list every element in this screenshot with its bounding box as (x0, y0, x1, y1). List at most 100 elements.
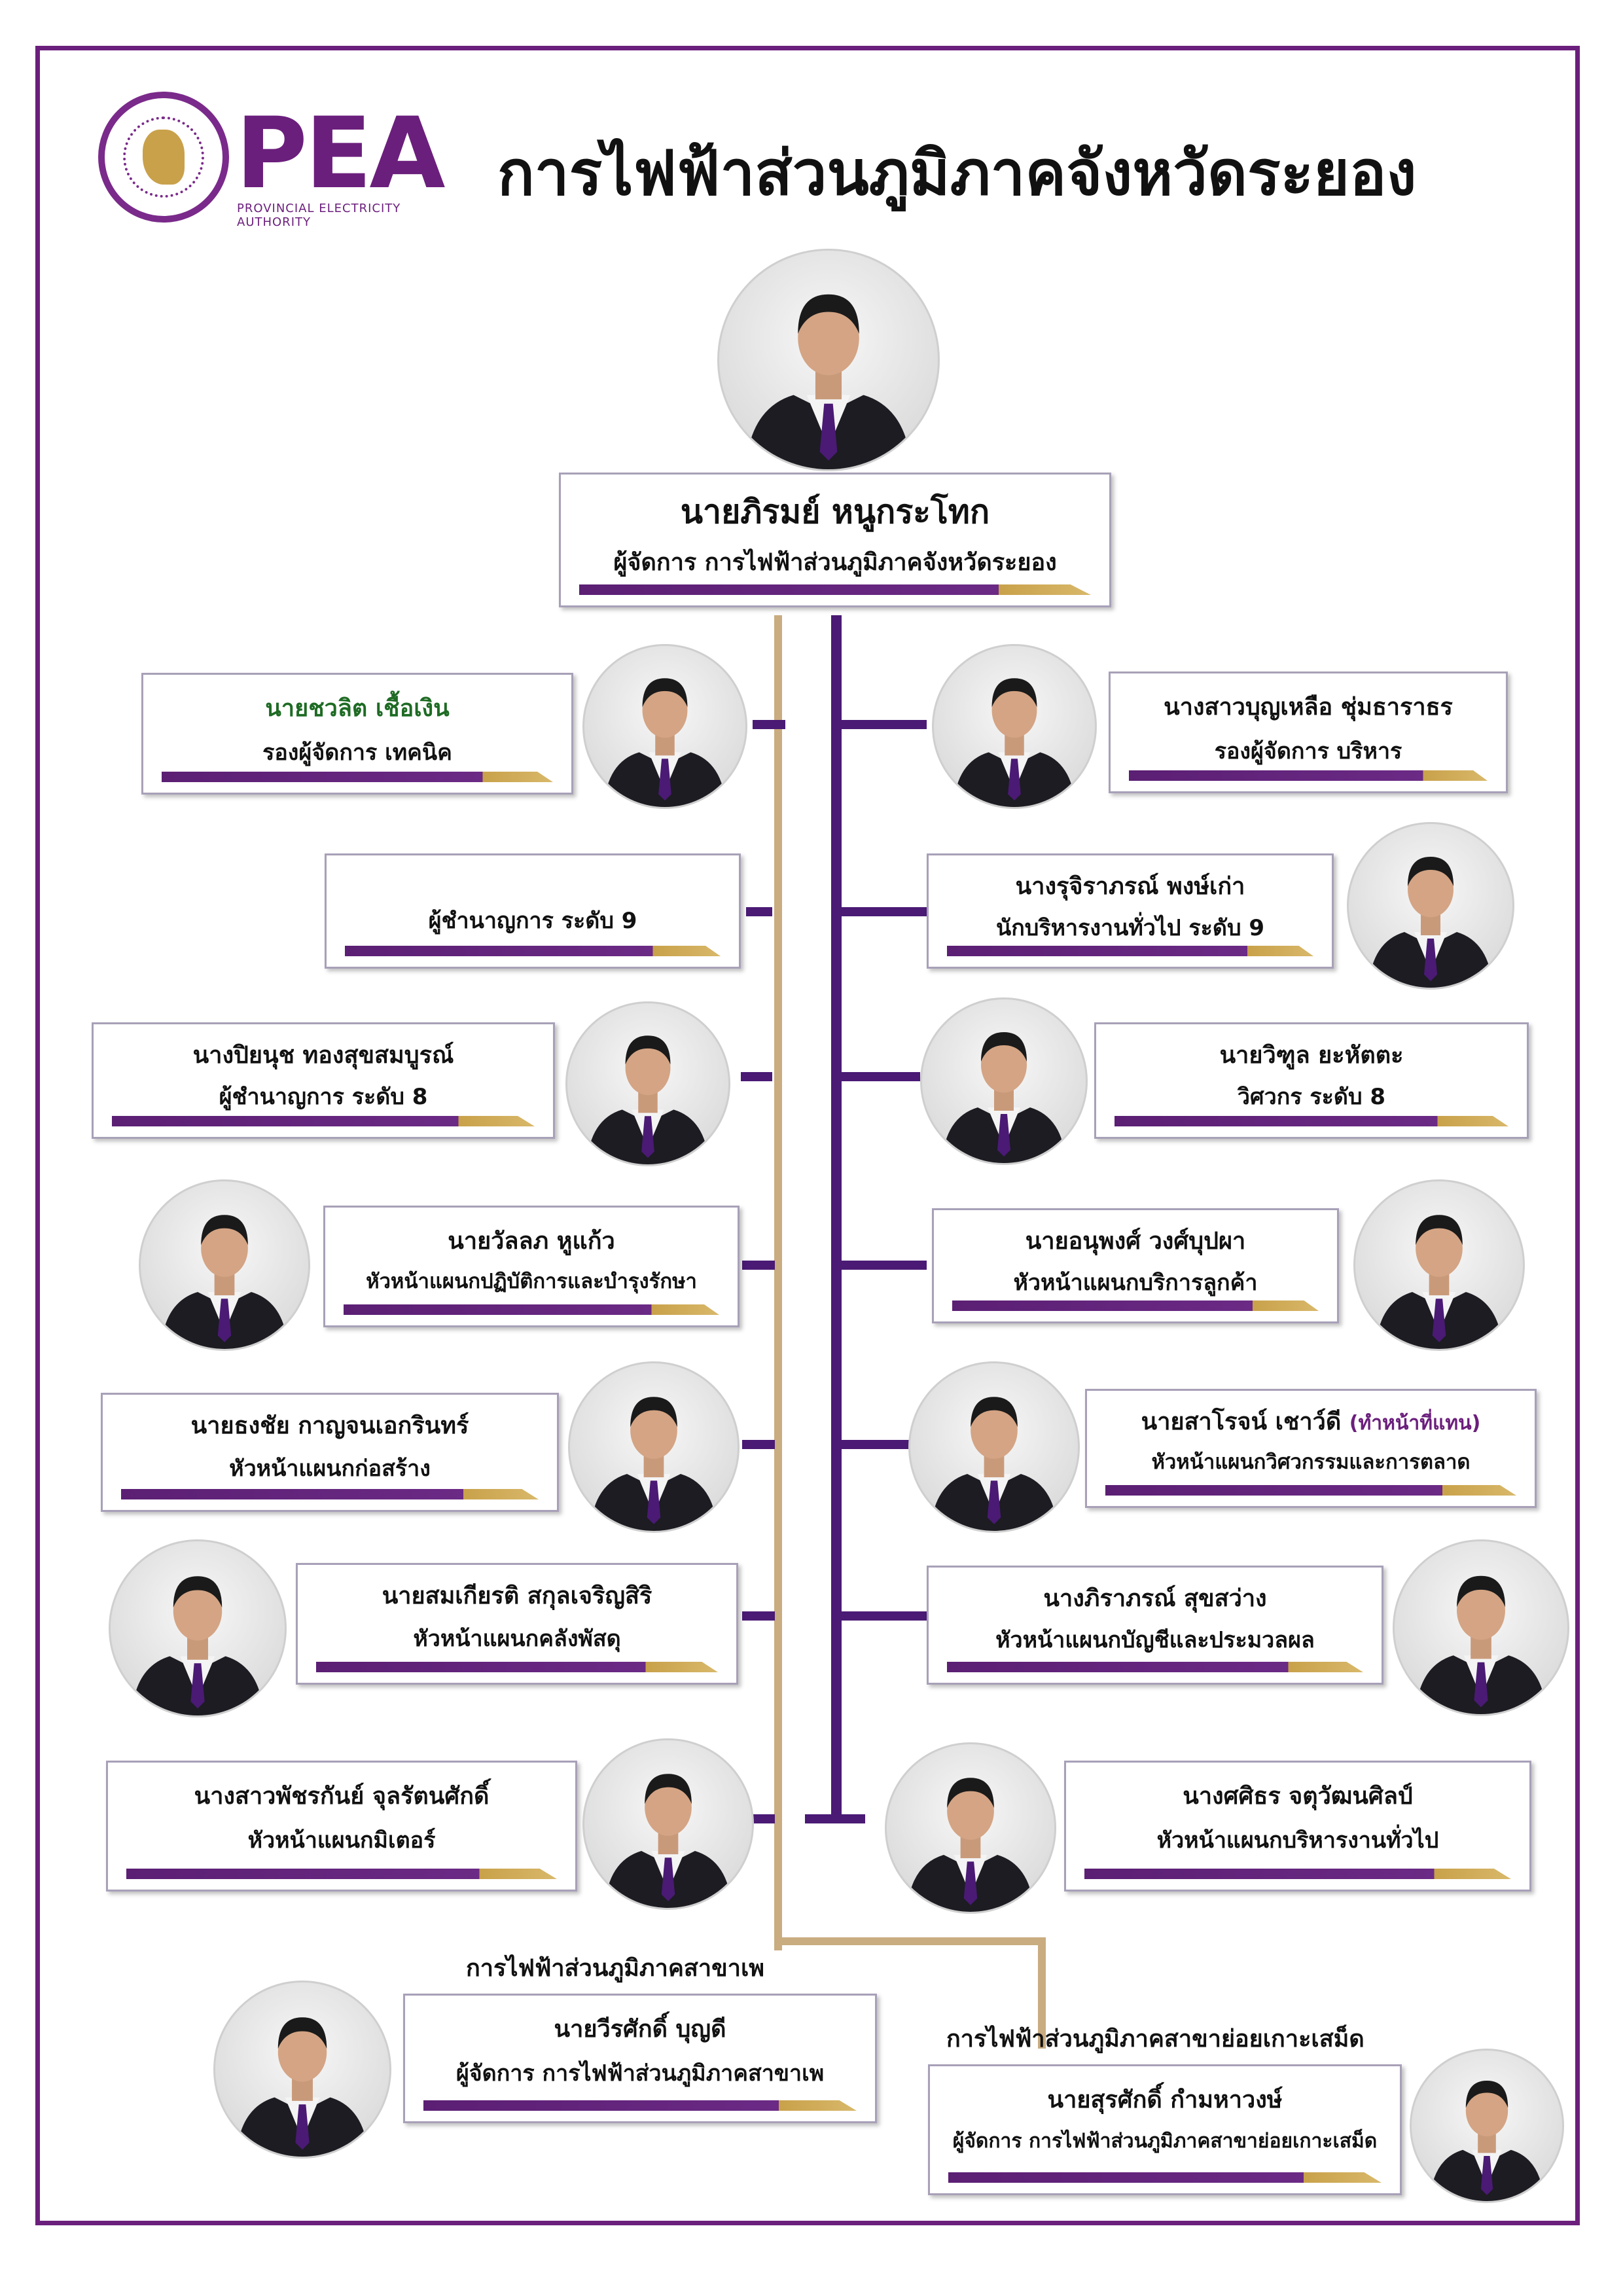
card-right-3: นายวิฑูล ยะหัตตะ วิศวกร ระดับ 8 (1094, 1022, 1529, 1139)
branch-label-koh-samet: การไฟฟ้าส่วนภูมิภาคสาขาย่อยเกาะเสม็ด (946, 2026, 1364, 2053)
card-accent-bar (423, 2100, 857, 2111)
person-silhouette-icon (131, 1576, 264, 1715)
manager-name: นายภิรมย์ หนูกระโทก (680, 493, 990, 531)
card-left-2: ผู้ชำนาญการ ระดับ 9 (325, 853, 741, 969)
person-role: หัวหน้าแผนกก่อสร้าง (229, 1456, 431, 1482)
person-role: นักบริหารงานทั่วไป ระดับ 9 (995, 915, 1265, 941)
person-name: นางรุจิราภรณ์ พงษ์เก่า (1015, 873, 1245, 900)
person-role: รองผู้จัดการ เทคนิค (262, 740, 452, 766)
photo-right-1 (932, 644, 1097, 809)
photo-right-2 (1347, 822, 1514, 990)
person-name: นายสุรศักดิ์ กำมหาวงษ์ (1047, 2087, 1283, 2113)
card-accent-bar (121, 1489, 539, 1499)
person-name: นายวิฑูล ยะหัตตะ (1219, 1042, 1404, 1069)
card-accent-bar (316, 1662, 718, 1672)
card-accent-bar (1105, 1485, 1516, 1496)
connector-right-2 (842, 907, 927, 916)
connector-left-6 (742, 1611, 775, 1621)
card-accent-bar (1115, 1116, 1508, 1126)
person-name: นายวีรศักดิ์ บุญดี (554, 2016, 726, 2043)
card-accent-bar (947, 1662, 1363, 1672)
person-role: หัวหน้าแผนกบริการลูกค้า (1013, 1270, 1258, 1296)
connector-tan-branch (774, 1937, 1046, 1945)
person-role: ผู้จัดการ การไฟฟ้าส่วนภูมิภาคสาขาย่อยเกา… (952, 2130, 1378, 2153)
logo-subtitle: PROVINCIAL ELECTRICITY AUTHORITY (237, 202, 401, 229)
card-accent-bar (579, 584, 1091, 595)
connector-purple-trunk (831, 615, 842, 1823)
card-left-6: นายสมเกียรติ สกุลเจริญสิริ หัวหน้าแผนกคล… (296, 1563, 738, 1685)
page-title: การไฟฟ้าส่วนภูมิภาคจังหวัดระยอง (497, 138, 1417, 209)
connector-left-2 (746, 907, 772, 916)
person-silhouette-icon (953, 678, 1076, 807)
card-accent-bar (112, 1116, 535, 1126)
connector-right-1 (842, 720, 927, 729)
person-silhouette-icon (745, 294, 912, 469)
person-name: นางสาวบุญเหลือ ชุ่มธาราธร (1164, 694, 1453, 721)
person-silhouette-icon (906, 1778, 1035, 1912)
photo-left-3 (565, 1001, 730, 1166)
person-name: นายวัลลภ หูแก้ว (448, 1228, 615, 1255)
person-role: ผู้ชำนาญการ ระดับ 8 (219, 1084, 428, 1110)
photo-left-1 (582, 644, 747, 809)
person-silhouette-icon (1415, 1575, 1547, 1714)
person-name: นางศศิธร จตุวัฒนศิลป์ (1183, 1783, 1413, 1810)
connector-right-7 (805, 1814, 865, 1823)
card-accent-bar (947, 946, 1313, 956)
card-accent-bar (1129, 770, 1488, 781)
card-right-5: นายสาโรจน์ เชาว์ดี (ทำหน้าที่แทน) หัวหน้… (1085, 1389, 1537, 1508)
photo-right-6 (1393, 1539, 1569, 1716)
card-right-7: นางศศิธร จตุวัฒนศิลป์ หัวหน้าแผนกบริหารง… (1064, 1761, 1531, 1892)
person-name: นายธงชัย กาญจนเอกรินทร์ (190, 1412, 469, 1439)
card-left-5: นายธงชัย กาญจนเอกรินทร์ หัวหน้าแผนกก่อสร… (101, 1393, 559, 1512)
photo-right-5 (908, 1361, 1080, 1533)
person-role: รองผู้จัดการ บริหาร (1214, 738, 1402, 764)
person-role: หัวหน้าแผนกวิศวกรรมและการตลาด (1151, 1450, 1471, 1474)
person-silhouette-icon (586, 1035, 709, 1164)
person-role: ผู้จัดการ การไฟฟ้าส่วนภูมิภาคสาขาเพ (455, 2060, 825, 2087)
photo-left-4 (139, 1179, 310, 1351)
photo-left-7 (582, 1738, 754, 1910)
card-left-7: นางสาวพัชรกันย์ จุลรัตนศักดิ์ หัวหน้าแผน… (106, 1761, 577, 1892)
connector-left-5 (742, 1440, 775, 1449)
person-role: หัวหน้าแผนกบัญชีและประมวลผล (995, 1627, 1315, 1653)
person-silhouette-icon (603, 678, 726, 807)
person-silhouette-icon (1375, 1215, 1503, 1349)
connector-left-3 (741, 1072, 772, 1081)
person-name: นางสาวพัชรกันย์ จุลรัตนศักดิ์ (194, 1783, 490, 1810)
card-branch-koh-samet: นายสุรศักดิ์ กำมหาวงษ์ ผู้จัดการ การไฟฟ้… (928, 2064, 1402, 2195)
card-accent-bar (162, 772, 553, 782)
person-silhouette-icon (942, 1032, 1066, 1163)
pea-seal-icon (98, 92, 229, 223)
person-name: นายอนุพงศ์ วงศ์บุปผา (1025, 1228, 1246, 1255)
connector-left-1 (753, 720, 785, 729)
person-silhouette-icon (590, 1397, 718, 1531)
logo-text: PEA (236, 97, 445, 211)
card-accent-bar (952, 1300, 1319, 1311)
person-silhouette-icon (604, 1774, 732, 1908)
person-role: หัวหน้าแผนกปฏิบัติการและบำรุงรักษา (366, 1270, 697, 1293)
connector-left-4 (742, 1261, 775, 1270)
connector-right-3 (842, 1072, 920, 1081)
card-right-1: นางสาวบุญเหลือ ชุ่มธาราธร รองผู้จัดการ บ… (1109, 672, 1508, 793)
card-right-2: นางรุจิราภรณ์ พงษ์เก่า นักบริหารงานทั่วไ… (927, 853, 1334, 969)
branch-label-phe: การไฟฟ้าส่วนภูมิภาคสาขาเพ (466, 1955, 764, 1982)
person-role: หัวหน้าแผนกบริหารงานทั่วไป (1156, 1827, 1439, 1854)
person-name: นางภิราภรณ์ สุขสว่าง (1043, 1585, 1267, 1612)
photo-right-4 (1353, 1179, 1525, 1351)
acting-note: (ทำหน้าที่แทน) (1349, 1412, 1481, 1435)
card-left-1: นายชวลิต เชื้อเงิน รองผู้จัดการ เทคนิค (141, 673, 573, 795)
card-accent-bar (345, 946, 721, 956)
person-role: หัวหน้าแผนกคลังพัสดุ (413, 1626, 621, 1652)
person-silhouette-icon (160, 1215, 289, 1349)
photo-branch-koh-samet (1410, 2049, 1564, 2203)
photo-left-6 (109, 1539, 287, 1717)
page-frame (35, 46, 1580, 2225)
person-silhouette-icon (236, 2017, 369, 2157)
card-accent-bar (126, 1869, 557, 1879)
card-branch-phe: นายวีรศักดิ์ บุญดี ผู้จัดการ การไฟฟ้าส่ว… (403, 1994, 877, 2123)
card-left-3: นางปิยนุช ทองสุขสมบูรณ์ ผู้ชำนาญการ ระดั… (92, 1022, 555, 1139)
connector-right-6 (842, 1611, 927, 1621)
card-right-4: นายอนุพงศ์ วงศ์บุปผา หัวหน้าแผนกบริการลู… (932, 1208, 1339, 1323)
person-role: วิศวกร ระดับ 8 (1237, 1084, 1386, 1110)
connector-left-7 (753, 1814, 775, 1823)
